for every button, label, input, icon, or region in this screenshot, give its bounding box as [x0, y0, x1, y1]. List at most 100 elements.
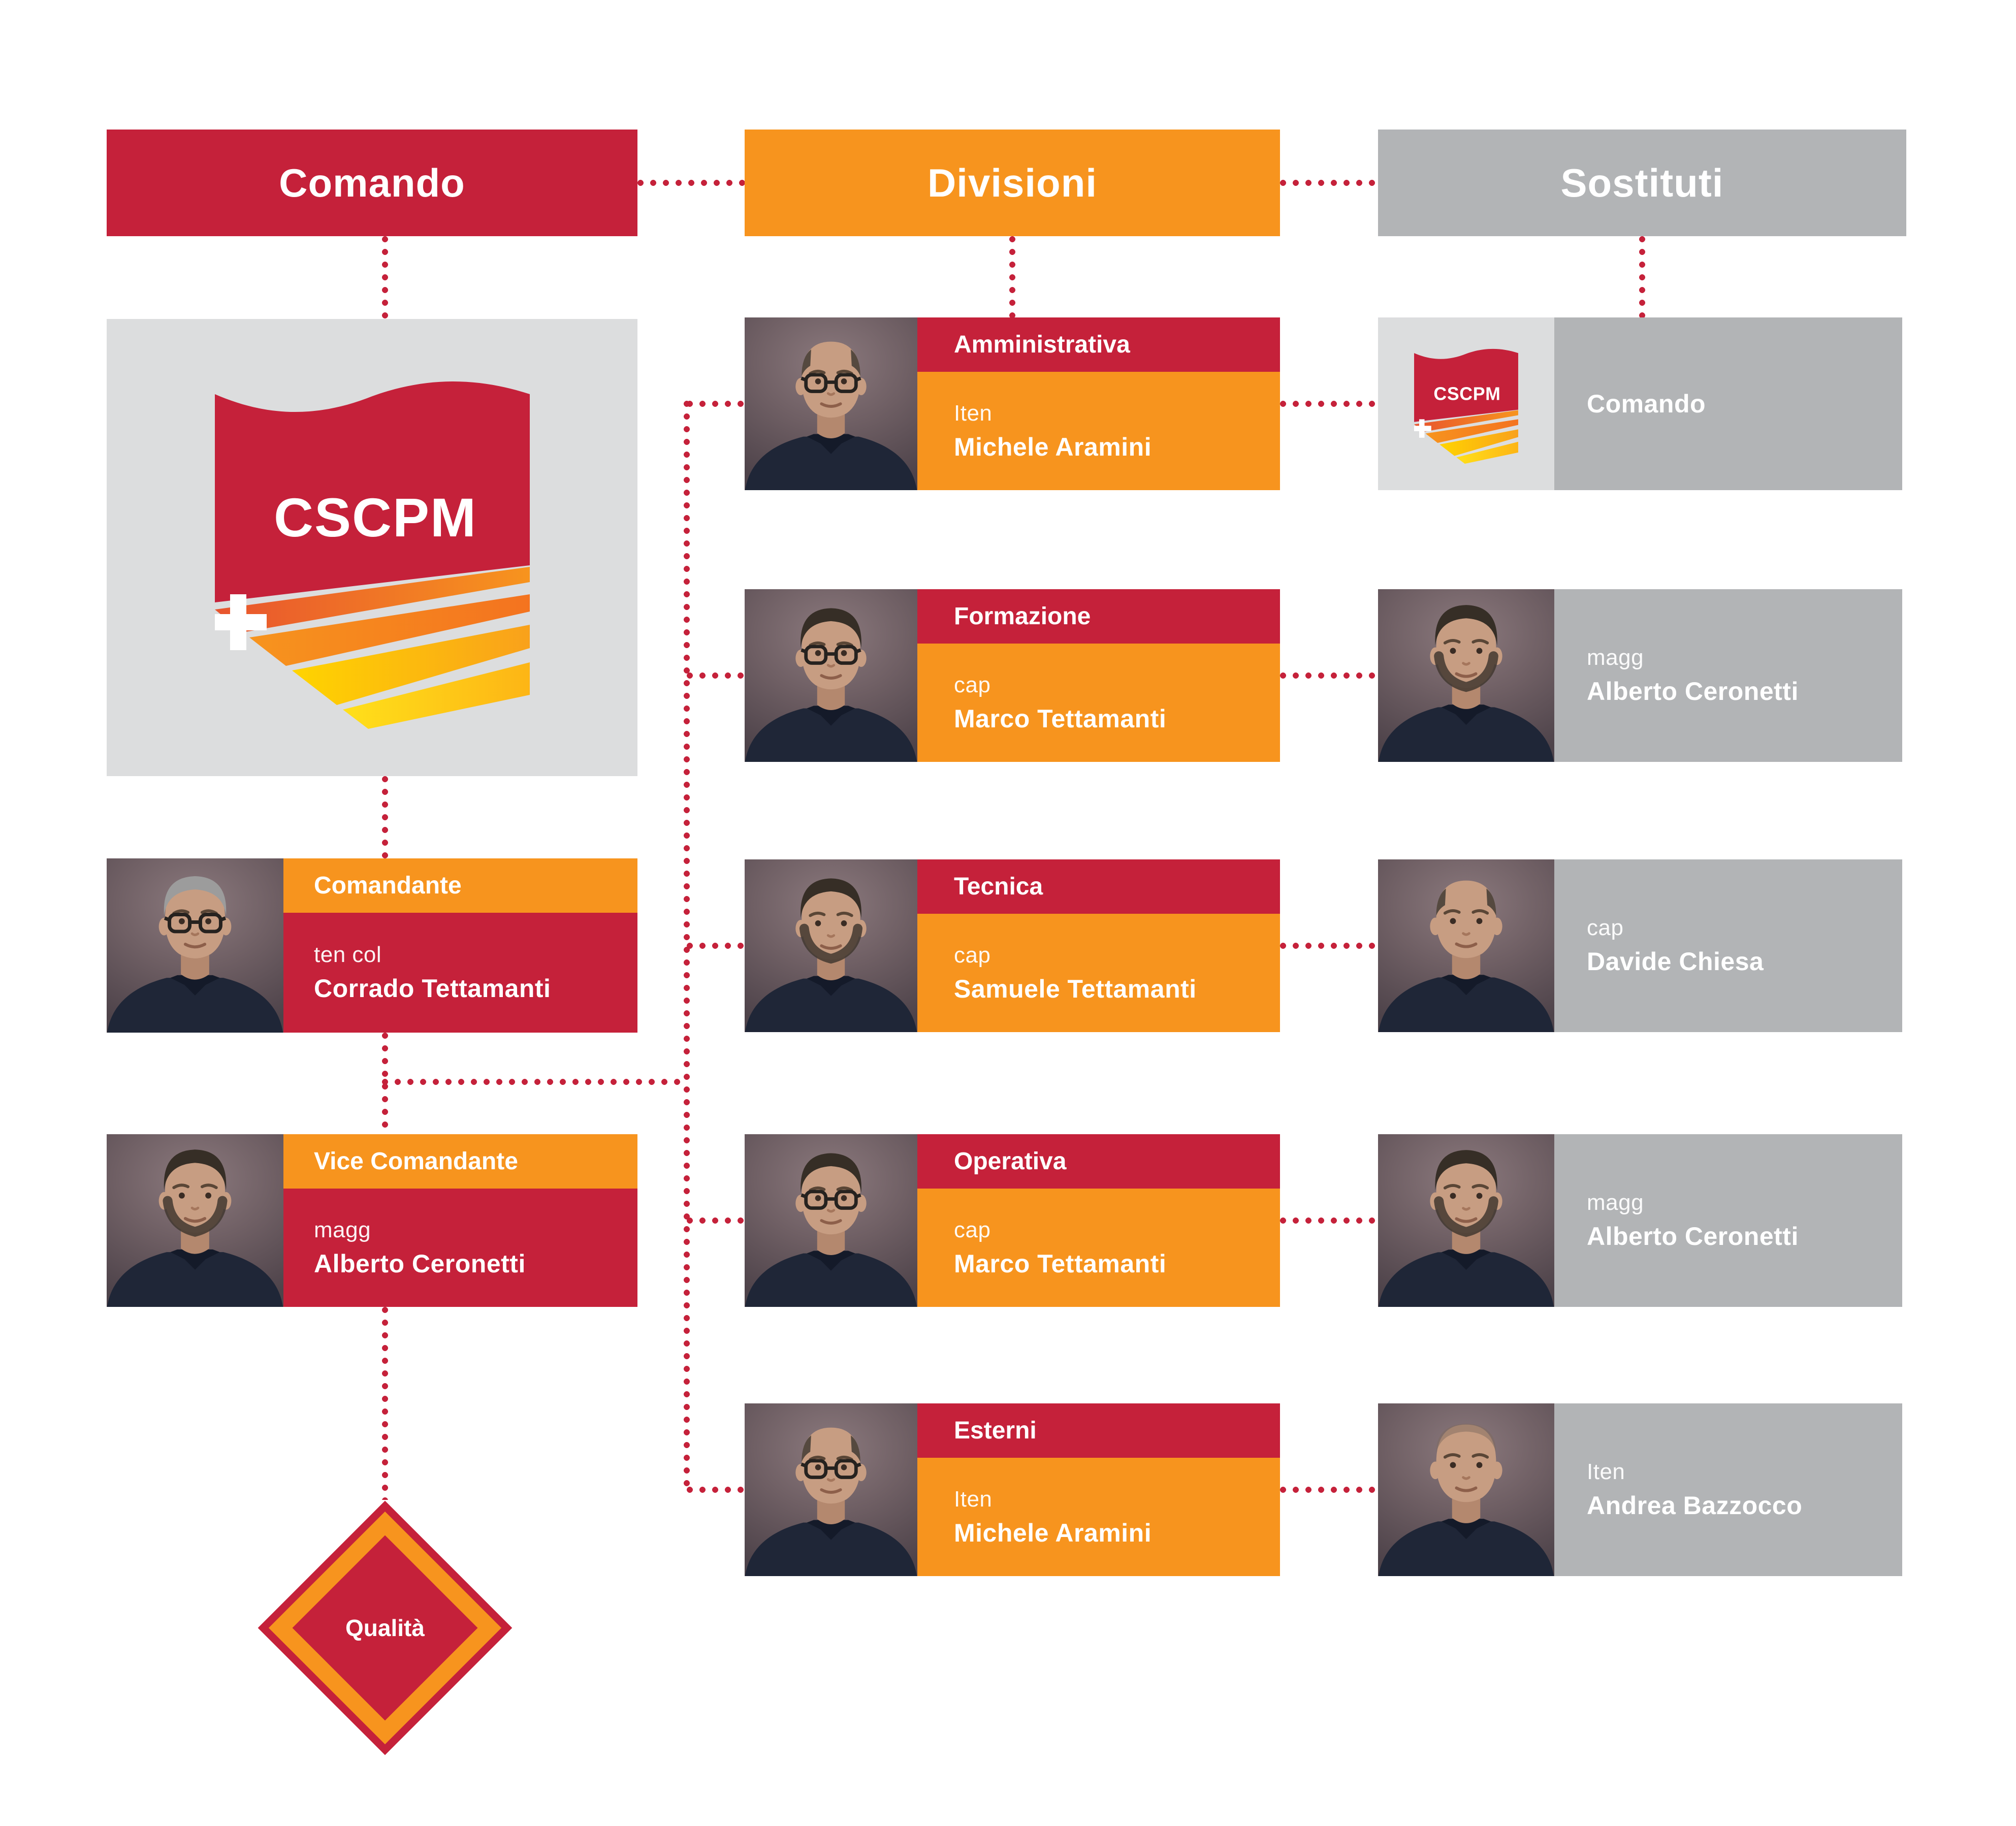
connector-amministrativa-substitute	[1280, 401, 1378, 407]
column-header-divisioni: Divisioni	[745, 130, 1280, 236]
substitute-portrait-photo	[1378, 859, 1554, 1032]
connector-spine-esterni	[687, 1487, 745, 1493]
substitute-rank-label: cap	[1587, 915, 1624, 940]
connector-comando-spine	[382, 1079, 687, 1085]
connector-divisioni-sostituti	[1280, 180, 1378, 186]
division-title-band: Tecnica	[917, 859, 1280, 914]
division-body-band: cap Marco Tettamanti	[917, 1189, 1280, 1307]
column-header-comando-label: Comando	[279, 160, 465, 205]
column-header-sostituti: Sostituti	[1378, 130, 1906, 236]
connector-spine-formazione	[687, 672, 745, 679]
vice-commander-panel: Vice Comandante magg Alberto Ceronetti	[283, 1134, 637, 1307]
substitute-body-band: Iten Andrea Bazzocco	[1554, 1403, 1902, 1576]
division-portrait-photo	[745, 859, 917, 1032]
division-card-operativa: Operativa cap Marco Tettamanti	[745, 1134, 1280, 1307]
substitute-rank-label: magg	[1587, 645, 1644, 670]
vice-commander-body-band: magg Alberto Ceronetti	[283, 1189, 637, 1307]
cscpm-shield-logo-large: CSCPM	[209, 365, 530, 730]
connector-esterni-substitute	[1280, 1487, 1378, 1493]
division-card-esterni: Esterni Iten Michele Aramini	[745, 1403, 1280, 1576]
substitute-card-comando: CSCPM Comando	[1378, 317, 1902, 490]
substitute-name-label: Andrea Bazzocco	[1587, 1491, 1803, 1520]
commander-panel: Comandante ten col Corrado Tettamanti	[283, 858, 637, 1033]
substitute-body-band: cap Davide Chiesa	[1554, 859, 1902, 1032]
commander-name-label: Corrado Tettamanti	[314, 974, 551, 1003]
division-name-label: Marco Tettamanti	[954, 1249, 1167, 1278]
substitute-logo-cell: CSCPM	[1378, 317, 1554, 490]
vice-commander-rank-label: magg	[314, 1217, 371, 1242]
division-title-band: Operativa	[917, 1134, 1280, 1189]
substitute-portrait-photo	[1378, 1134, 1554, 1307]
substitute-card-operativa: magg Alberto Ceronetti	[1378, 1134, 1902, 1307]
division-body-band: Iten Michele Aramini	[917, 1458, 1280, 1576]
substitute-card-esterni: Iten Andrea Bazzocco	[1378, 1403, 1902, 1576]
substitute-portrait-photo	[1378, 589, 1554, 762]
substitute-card-formazione: magg Alberto Ceronetti	[1378, 589, 1902, 762]
division-portrait-photo	[745, 317, 917, 490]
commander-portrait-photo	[107, 858, 283, 1033]
connector-spine-amministrativa	[687, 401, 745, 407]
division-name-label: Michele Aramini	[954, 432, 1152, 461]
division-rank-label: Iten	[954, 1486, 993, 1512]
connector-spine-operativa	[687, 1218, 745, 1224]
division-portrait-photo	[745, 589, 917, 762]
division-body-band: cap Samuele Tettamanti	[917, 914, 1280, 1032]
connector-comando-divisioni	[637, 180, 745, 186]
svg-text:CSCPM: CSCPM	[273, 487, 476, 548]
commander-card: Comandante ten col Corrado Tettamanti	[107, 858, 637, 1033]
substitute-name-label: Alberto Ceronetti	[1587, 1222, 1799, 1251]
commander-role-label: Comandante	[314, 872, 462, 899]
svg-text:CSCPM: CSCPM	[1433, 384, 1500, 404]
substitute-card-tecnica: cap Davide Chiesa	[1378, 859, 1902, 1032]
substitute-body-band: Comando	[1554, 317, 1902, 490]
division-portrait-photo	[745, 1403, 917, 1576]
connector-spine-tecnica	[687, 943, 745, 949]
substitute-rank-label: Iten	[1587, 1459, 1625, 1484]
column-header-sostituti-label: Sostituti	[1560, 160, 1724, 205]
division-title-label: Formazione	[954, 603, 1091, 630]
vice-commander-card: Vice Comandante magg Alberto Ceronetti	[107, 1134, 637, 1307]
division-rank-label: cap	[954, 672, 991, 697]
substitute-name-label: Alberto Ceronetti	[1587, 677, 1799, 706]
quality-label: Qualità	[345, 1615, 425, 1641]
division-title-band: Esterni	[917, 1403, 1280, 1458]
connector-comando-logo	[382, 236, 388, 319]
vice-commander-role-band: Vice Comandante	[283, 1134, 637, 1189]
column-header-comando: Comando	[107, 130, 637, 236]
cscpm-logo-box: CSCPM	[107, 319, 637, 776]
commander-rank-label: ten col	[314, 942, 382, 967]
connector-logo-commander	[382, 776, 388, 858]
division-rank-label: Iten	[954, 400, 993, 426]
division-name-label: Michele Aramini	[954, 1518, 1152, 1547]
connector-formazione-substitute	[1280, 672, 1378, 679]
connector-operativa-substitute	[1280, 1218, 1378, 1224]
division-body-band: cap Marco Tettamanti	[917, 644, 1280, 762]
division-portrait-photo	[745, 1134, 917, 1307]
division-body-band: Iten Michele Aramini	[917, 372, 1280, 490]
substitute-body-band: magg Alberto Ceronetti	[1554, 589, 1902, 762]
commander-role-band: Comandante	[283, 858, 637, 913]
division-name-label: Marco Tettamanti	[954, 704, 1167, 733]
division-title-label: Operativa	[954, 1148, 1067, 1175]
vice-commander-name-label: Alberto Ceronetti	[314, 1249, 526, 1278]
division-name-label: Samuele Tettamanti	[954, 974, 1197, 1003]
commander-body-band: ten col Corrado Tettamanti	[283, 913, 637, 1033]
division-title-band: Amministrativa	[917, 317, 1280, 372]
division-title-label: Amministrativa	[954, 331, 1130, 358]
substitute-name-label: Comando	[1587, 390, 1706, 418]
connector-divisioni-amministrativa	[1009, 236, 1015, 317]
substitute-rank-label: magg	[1587, 1190, 1644, 1215]
substitute-name-label: Davide Chiesa	[1587, 947, 1764, 976]
column-header-divisioni-label: Divisioni	[927, 160, 1098, 205]
connector-vice-quality	[382, 1307, 388, 1500]
division-rank-label: cap	[954, 942, 991, 968]
division-card-formazione: Formazione cap Marco Tettamanti	[745, 589, 1280, 762]
division-title-label: Tecnica	[954, 873, 1043, 900]
substitute-body-band: magg Alberto Ceronetti	[1554, 1134, 1902, 1307]
vice-commander-portrait-photo	[107, 1134, 283, 1307]
division-rank-label: cap	[954, 1217, 991, 1242]
cscpm-shield-logo-small: CSCPM	[1412, 343, 1518, 464]
substitute-portrait-photo	[1378, 1403, 1554, 1576]
connector-tecnica-substitute	[1280, 943, 1378, 949]
quality-diamond: Qualità	[258, 1500, 513, 1755]
